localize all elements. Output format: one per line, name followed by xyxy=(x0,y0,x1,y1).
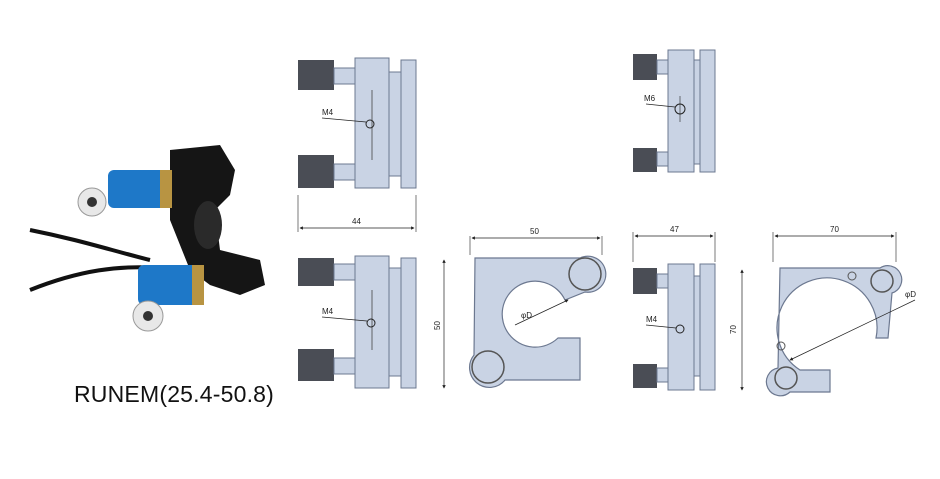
shaft xyxy=(656,367,670,383)
small-hole xyxy=(847,271,857,281)
front-view-small: 50 50 φD xyxy=(433,227,607,389)
product-photo xyxy=(29,145,265,332)
width-dimension: 47 xyxy=(670,225,679,234)
brass-ring-upper xyxy=(160,170,172,208)
thread-label: M6 xyxy=(644,94,656,103)
side-view-top-right: M6 xyxy=(633,49,716,173)
rail xyxy=(699,263,716,391)
rail xyxy=(400,257,417,389)
shaft xyxy=(333,67,357,85)
side-plate xyxy=(693,59,701,165)
clamp-bore xyxy=(194,201,222,249)
diameter-label: φD xyxy=(521,311,532,320)
knob xyxy=(633,54,657,80)
knob-upper-center xyxy=(87,197,97,207)
blue-holder-lower xyxy=(138,265,198,305)
product-caption: RUNEM(25.4-50.8) xyxy=(74,381,275,407)
knob xyxy=(633,148,657,172)
side-view-bottom-right: M4 47 xyxy=(632,225,716,391)
height-dimension: 70 xyxy=(729,325,738,334)
width-dimension: 50 xyxy=(530,227,539,236)
screw-top-right xyxy=(870,269,894,293)
thread-hole xyxy=(365,119,375,129)
knob-lower-center xyxy=(143,311,153,321)
rail xyxy=(400,59,417,189)
clamp-profile xyxy=(469,255,607,389)
diameter-label: φD xyxy=(905,290,916,299)
knob xyxy=(633,364,657,388)
thread-hole xyxy=(675,324,685,334)
thread-hole xyxy=(366,318,376,328)
shaft xyxy=(333,163,357,181)
blue-holder-upper xyxy=(108,170,168,208)
screw-top-right xyxy=(568,257,602,291)
shaft xyxy=(656,273,670,289)
width-dimension: 44 xyxy=(352,217,361,226)
thread-label: M4 xyxy=(322,307,334,316)
knob xyxy=(633,268,657,294)
shaft xyxy=(656,151,670,167)
shaft xyxy=(656,59,670,75)
brass-ring-lower xyxy=(192,265,204,305)
thread-label: M4 xyxy=(322,108,334,117)
height-dimension: 50 xyxy=(433,321,442,330)
knob xyxy=(298,60,334,90)
body-block xyxy=(667,49,695,173)
screw-bottom-left xyxy=(774,366,798,390)
clamp-profile xyxy=(765,265,903,397)
rail xyxy=(699,49,716,173)
width-dimension: 70 xyxy=(830,225,839,234)
side-plate xyxy=(388,267,402,377)
front-view-large: 70 70 φD xyxy=(729,225,916,397)
side-view-bottom-left: M4 xyxy=(298,255,417,389)
shaft xyxy=(333,357,357,375)
screw-bottom-left xyxy=(471,350,505,384)
knob xyxy=(298,349,334,381)
knob xyxy=(298,258,334,286)
knob xyxy=(298,155,334,188)
body-block xyxy=(667,263,695,391)
cable xyxy=(29,228,151,262)
clamp-body xyxy=(170,145,265,295)
small-hole xyxy=(776,341,786,351)
side-plate xyxy=(388,71,402,177)
side-plate xyxy=(693,275,701,377)
shaft xyxy=(333,263,357,281)
thread-label: M4 xyxy=(646,315,658,324)
side-view-top-left: M4 44 xyxy=(297,57,417,232)
